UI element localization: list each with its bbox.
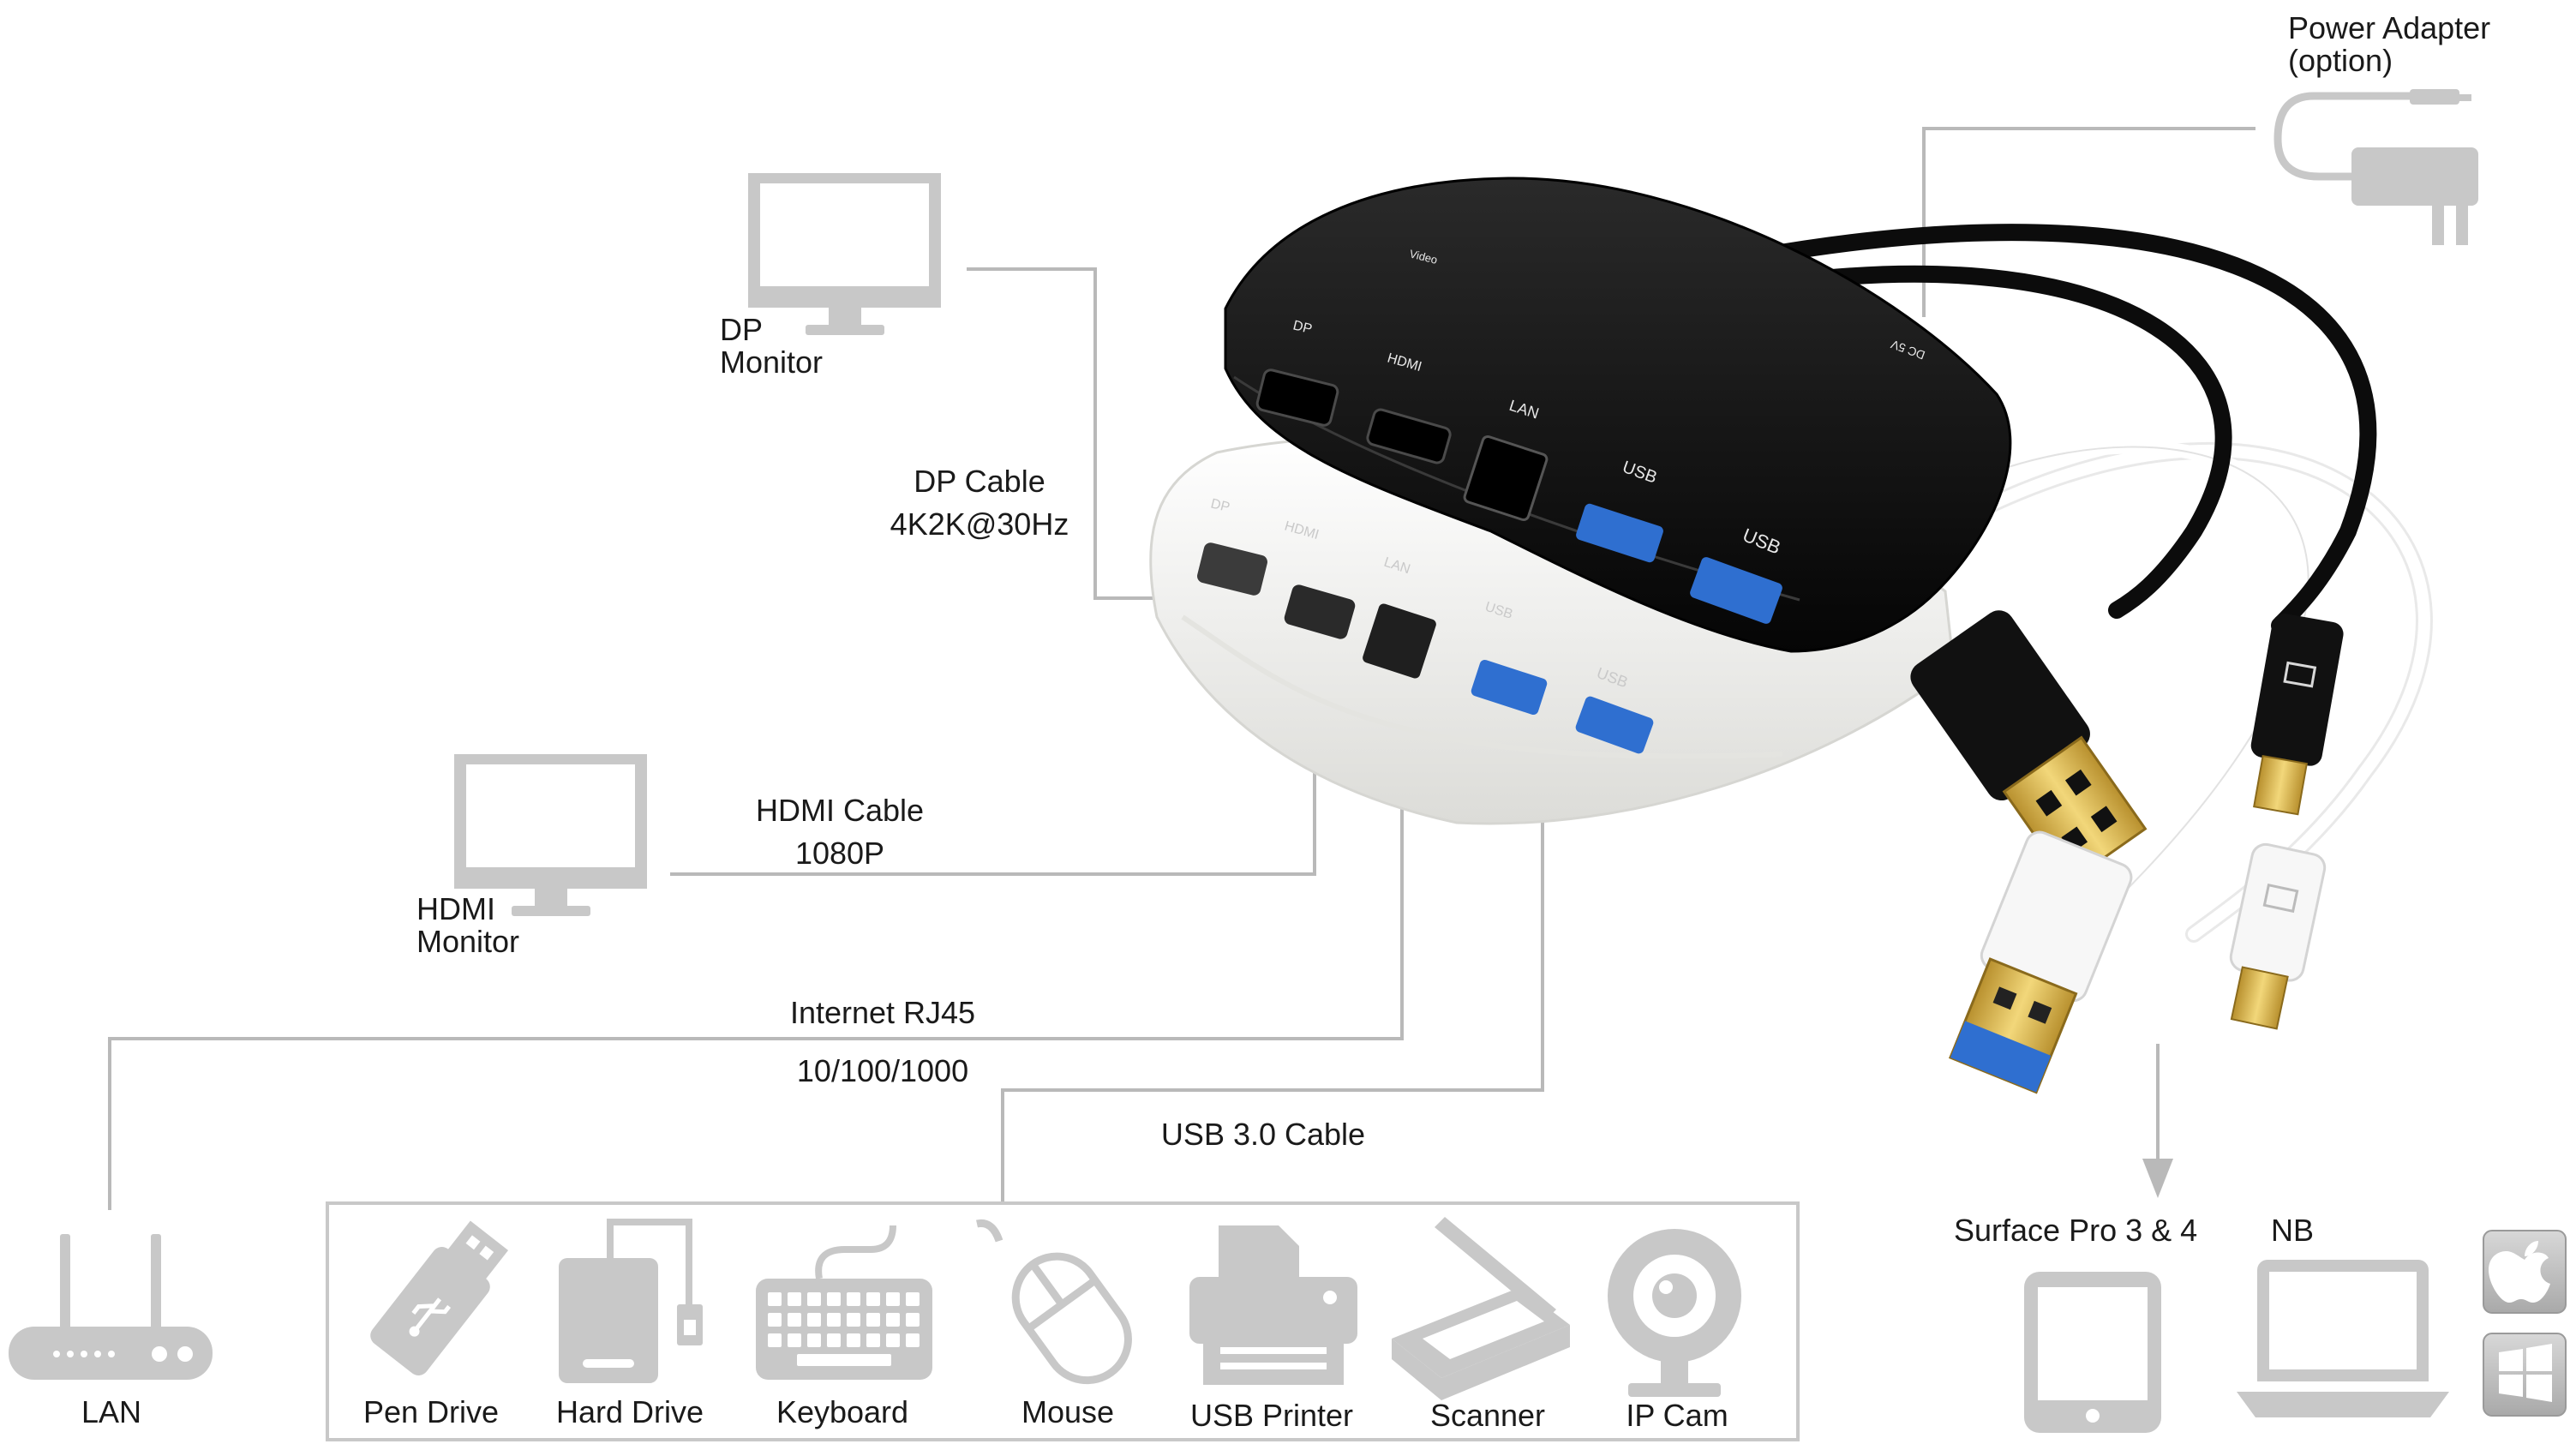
keyboard-key [906,1292,920,1306]
keyboard-key [847,1313,860,1327]
keyboard-key [788,1333,801,1347]
black-minidp-plug [2250,614,2344,816]
device-label-hard-drive: Hard Drive [555,1394,704,1429]
printer-icon [1189,1225,1357,1385]
device-label-mouse: Mouse [1021,1394,1115,1429]
keyboard-key [827,1333,841,1347]
devices-box [326,1201,1800,1441]
dp-cable-label: DP Cable [914,464,1045,499]
keyboard-key [807,1333,821,1347]
white-minidp-plug [2229,842,2327,1030]
keyboard-key [847,1292,860,1306]
hdmi-monitor-icon [454,754,647,916]
device-label-scanner: Scanner [1429,1398,1546,1433]
surface-pro-label: Surface Pro 3 & 4 [1954,1213,2198,1248]
keyboard-key [807,1292,821,1306]
dp-monitor-line2: Monitor [720,345,824,380]
keyboard-spacebar [797,1354,891,1366]
scanner-icon [1392,1217,1570,1400]
keyboard-icon [756,1225,932,1380]
hdmi-cable-spec: 1080P [794,836,885,871]
arrow-down-icon [2142,1159,2173,1198]
hdmi-monitor-line1: HDMI [416,891,495,926]
apple-tile-icon [2483,1230,2567,1314]
laptop-icon [2237,1260,2449,1417]
device-label-ip-cam: IP Cam [1626,1398,1728,1433]
white-hub-label-dp: DP [1209,496,1231,515]
keyboard-key [768,1333,782,1347]
device-label-printer: USB Printer [1189,1398,1354,1433]
hdmi-monitor-label: HDMI Monitor [416,893,519,958]
mouse-icon [976,1219,1132,1385]
tablet-icon [2024,1272,2161,1433]
power-adapter-icon [2273,89,2478,245]
black-hub: Video DP HDMI LAN USB USB DC 5V [1224,177,2012,653]
dp-monitor-line1: DP [720,312,764,347]
hard-drive-icon [559,1219,703,1383]
white-usb-plug [1948,830,2133,1094]
keyboard-key [906,1333,920,1347]
keyboard-key [788,1313,801,1327]
internet-label: Internet RJ45 [789,995,976,1030]
black-usb-plug [1910,610,2148,885]
device-label-pen-drive: Pen Drive [362,1394,500,1429]
usb-line [1001,780,1544,1203]
keyboard-key [866,1292,880,1306]
router-icon [9,1234,213,1380]
keyboard-key [886,1333,900,1347]
keyboard-key [866,1313,880,1327]
keyboard-key [827,1313,841,1327]
keyboard-key [847,1333,860,1347]
internet-line [108,703,1404,1210]
keyboard-key [827,1292,841,1306]
dp-monitor-icon [748,173,941,335]
keyboard-key [768,1313,782,1327]
hdmi-cable-label: HDMI Cable [755,793,925,828]
internet-spec: 10/100/1000 [796,1053,969,1088]
usb-cable-label: USB 3.0 Cable [1160,1117,1366,1152]
keyboard-key [807,1313,821,1327]
power-adapter-label: Power Adapter (option) [2288,12,2490,77]
black-hub-label-dp: DP [1291,318,1314,337]
keyboard-key [768,1292,782,1306]
device-label-keyboard: Keyboard [776,1394,909,1429]
keyboard-key [866,1333,880,1347]
keyboard-key [886,1292,900,1306]
dp-cable-spec: 4K2K@30Hz [890,506,1069,542]
dp-monitor-label: DP Monitor [720,314,823,379]
keyboard-key [906,1313,920,1327]
keyboard-key [886,1313,900,1327]
nb-label: NB [2271,1213,2315,1248]
webcam-icon [1608,1229,1741,1397]
pen-drive-icon [370,1220,509,1375]
power-line [1922,127,2255,317]
dp-line [967,267,1165,600]
hdmi-monitor-line2: Monitor [416,924,520,959]
lan-label: LAN [81,1394,142,1429]
keyboard-key [788,1292,801,1306]
power-adapter-line1: Power Adapter [2288,10,2491,45]
connector-lines [108,127,2255,1210]
windows-tile-icon [2483,1333,2567,1417]
power-adapter-line2: (option) [2288,43,2393,78]
